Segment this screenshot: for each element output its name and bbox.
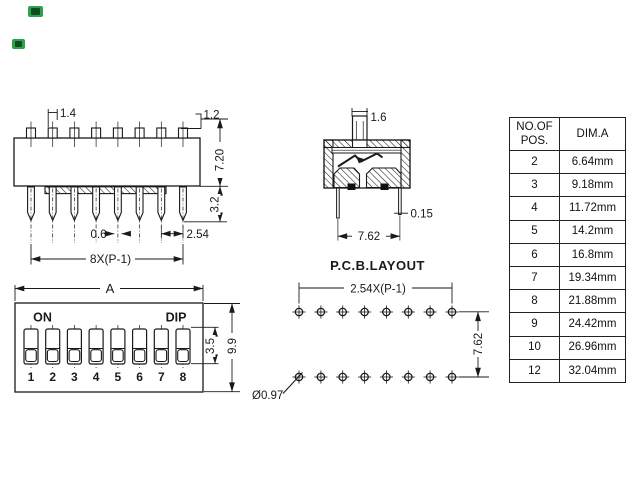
pos-cell: 9 [509, 312, 560, 337]
dim-label-actuator-width: 1.4 [60, 108, 77, 120]
dim-label-body-height: 7.20 [215, 149, 227, 171]
dim-label-actuator-height: 1.2 [204, 110, 220, 122]
dim-label-pin-length: 3.2 [210, 197, 222, 213]
top-view-drawing: A ON DIP 1 2 3 4 5 6 7 8 3.5 [14, 281, 240, 393]
dim-label-overall-width: A [106, 281, 115, 296]
switch-number: 3 [71, 370, 78, 384]
dim-label-pcb-pitch: 2.54X(P-1) [350, 284, 406, 296]
green-marker-inner [31, 8, 40, 15]
pos-cell: 7 [509, 265, 560, 291]
dim-cell: 21.88mm [559, 289, 626, 314]
dim-label-cs-actuator: 1.6 [371, 112, 387, 124]
dim-cell: 32.04mm [559, 358, 626, 383]
pcb-layout-title: P.C.B.LAYOUT [330, 258, 425, 273]
green-marker-icon [12, 39, 25, 49]
dim-cell: 9.18mm [559, 173, 626, 198]
pos-cell: 5 [509, 219, 560, 244]
pcb-layout-drawing: P.C.B.LAYOUT 2.54X(P-1) 7.62 Ø0.97 [252, 258, 489, 402]
pos-cell: 2 [509, 149, 560, 175]
dip-label: DIP [166, 311, 187, 325]
dim-label-span: 8X(P-1) [90, 252, 131, 266]
switch-number: 7 [158, 370, 165, 384]
dim-label-slot-height: 3.5 [205, 338, 217, 354]
dim-cell: 26.96mm [559, 335, 626, 360]
on-label: ON [33, 311, 52, 325]
pos-cell: 10 [509, 335, 560, 360]
header-line1: NO.OF [516, 120, 553, 133]
pos-cell: 8 [509, 289, 560, 314]
switch-number: 6 [136, 370, 143, 384]
header-line2: POS. [520, 135, 549, 147]
switch-number: 5 [115, 370, 122, 384]
switch-number: 8 [180, 370, 187, 384]
dim-label-pcb-row-spacing: 7.62 [473, 333, 485, 355]
dim-cell: 24.42mm [559, 312, 626, 337]
dim-cell: 16.8mm [559, 242, 626, 267]
green-marker-icon [28, 6, 43, 17]
table-header-positions: NO.OF POS. [509, 117, 560, 151]
dim-label-pin-thickness: 0.15 [411, 209, 433, 221]
dim-cell: 11.72mm [559, 196, 626, 221]
dim-label-pin-width: 0.6 [91, 229, 107, 241]
cross-section-drawing: 1.6 0.15 [323, 108, 433, 243]
switch-number: 1 [28, 370, 35, 384]
green-marker-inner [15, 41, 22, 47]
table-header-dim-a: DIM.A [559, 117, 626, 151]
dim-label-hole-diameter: Ø0.97 [252, 390, 283, 402]
pos-cell: 4 [509, 196, 560, 221]
dim-label-body-depth: 9.9 [227, 338, 239, 354]
side-view-drawing: 1.4 1.2 7.20 3.2 0.6 2.54 [13, 108, 228, 266]
table-header-row: NO.OF POS. DIM.A [509, 117, 626, 151]
pos-cell: 3 [509, 173, 560, 198]
dim-cell: 6.64mm [559, 149, 626, 175]
pos-cell: 6 [509, 242, 560, 267]
dim-cell: 19.34mm [559, 265, 626, 291]
dim-label-pin-pitch: 2.54 [187, 229, 210, 241]
pos-cell: 12 [509, 358, 560, 383]
dim-cell: 14.2mm [559, 219, 626, 244]
switch-number: 2 [49, 370, 56, 384]
dim-label-cs-row-spacing: 7.62 [358, 231, 380, 243]
switch-number: 4 [93, 370, 100, 384]
